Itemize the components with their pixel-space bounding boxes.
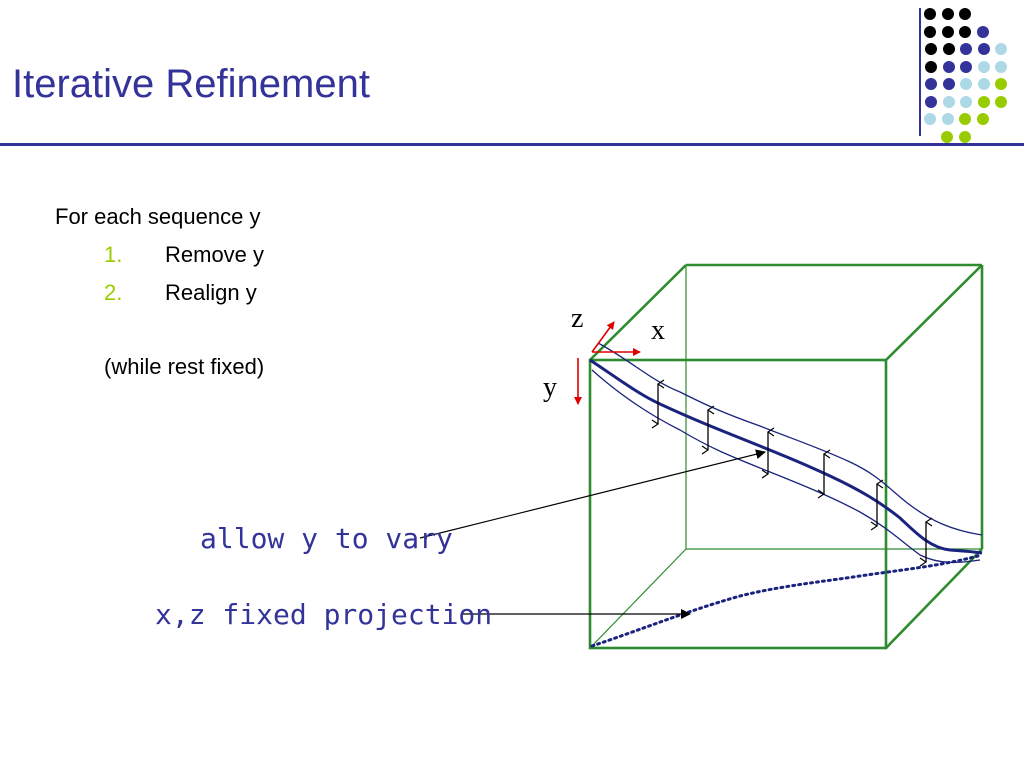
decorative-dot: [942, 95, 955, 108]
decorative-dot: [958, 130, 971, 143]
slide-title: Iterative Refinement: [12, 62, 370, 106]
y-axis-label: y: [543, 372, 557, 403]
cube-edge-top-right: [885, 264, 983, 361]
cube-edge-back-diagonal: [589, 548, 687, 649]
decorative-dot: [941, 25, 954, 38]
decorative-dot: [925, 78, 937, 90]
decorative-dot: [995, 78, 1007, 90]
projection-dotted-path: [590, 554, 980, 648]
projection-annotation: x,z fixed projection: [155, 598, 493, 631]
sequence-thick-line: [589, 358, 983, 555]
decorative-dot: [942, 78, 955, 90]
decorative-vertical-rule: [919, 8, 921, 136]
decorative-dot: [960, 43, 972, 55]
decorative-dot: [941, 113, 954, 125]
decorative-dot: [942, 60, 955, 73]
step-text-1: Remove y: [165, 242, 265, 267]
cube-edge-bottom-right: [885, 548, 983, 649]
decorative-dot: [941, 8, 954, 20]
cube-front-edges: [588, 263, 984, 650]
decorative-dot: [959, 113, 971, 125]
decorative-dot: [960, 78, 972, 90]
decorative-dot: [977, 95, 990, 108]
note-text: (while rest fixed): [104, 354, 265, 379]
decorative-dot: [977, 43, 990, 55]
cube-back-edges: [589, 265, 982, 649]
axes-indicator: [574, 321, 641, 405]
decorative-dot: [976, 113, 989, 125]
decorative-dot: [960, 60, 972, 73]
decorative-dot: [942, 43, 955, 55]
step-text-2: Realign y: [165, 280, 257, 305]
decorative-dot: [960, 95, 972, 108]
cube-edge-top-left: [589, 264, 687, 361]
decorative-dot: [924, 8, 936, 20]
decorative-dot: [941, 130, 953, 143]
x-axis-label: x: [651, 315, 665, 346]
title-underline: [0, 143, 1024, 146]
decorative-dot: [977, 60, 990, 73]
vary-annotation: allow y to vary: [200, 522, 453, 555]
z-axis-arrow: [591, 321, 615, 353]
vary-arrows: [658, 384, 926, 562]
decorative-dot: [995, 95, 1007, 108]
vary-pointer-line: [419, 449, 766, 539]
band-upper-line: [597, 342, 983, 536]
intro-text: For each sequence y: [55, 204, 261, 229]
z-axis-label: z: [571, 303, 584, 334]
decorative-dot: [925, 95, 937, 108]
decorative-dot: [959, 25, 971, 38]
decorative-dot: [976, 25, 989, 38]
decorative-dot: [995, 43, 1007, 55]
decorative-dot: [925, 60, 937, 73]
decorative-dot: [924, 25, 936, 38]
decorative-dot: [959, 8, 971, 20]
decorative-dot: [977, 78, 990, 90]
decorative-dot: [995, 60, 1007, 73]
decorative-dot: [924, 113, 936, 125]
cube-front-face: [588, 358, 888, 650]
step-number-2: 2.: [104, 280, 123, 305]
step-number-1: 1.: [104, 242, 123, 267]
decorative-dot: [925, 43, 937, 55]
